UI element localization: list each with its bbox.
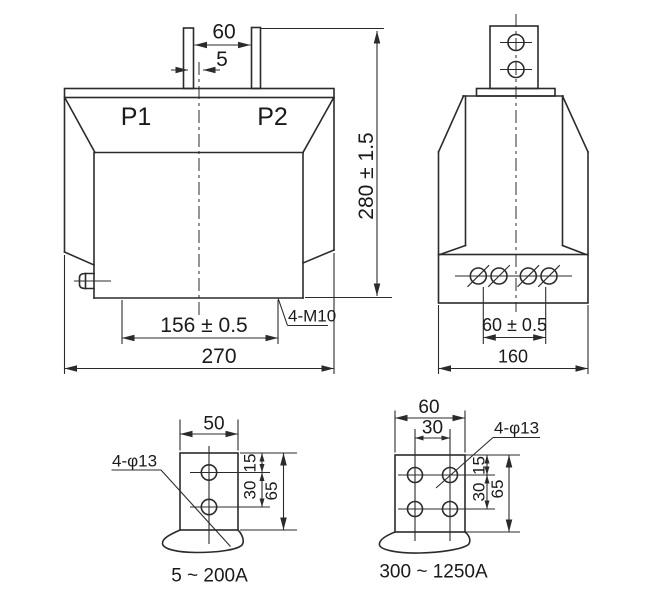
thread-label: 4-M10	[288, 307, 336, 326]
dim-overall-width-270: 270	[63, 253, 335, 374]
base-mounting-holes	[455, 264, 572, 288]
terminal-detail-large: 60 30 15 30 65 4-φ13 300 ~ 1250A	[378, 397, 540, 583]
dim-text-60: 60	[212, 21, 235, 44]
dim-text-65: 65	[262, 482, 281, 501]
pad-hole-bottom	[200, 498, 218, 516]
dim-pad-height-65-large: 65	[488, 455, 513, 532]
grounding-bolt	[74, 272, 111, 290]
dim-base-hole-span-60: 60 ± 0.5	[482, 287, 547, 344]
dim-depth-160: 160	[437, 305, 589, 374]
dim-text-160: 160	[498, 347, 528, 367]
dim-overall-height-280: 280 ± 1.5	[260, 27, 392, 299]
pad-hole-3	[406, 500, 424, 518]
dim-text-15-large: 15	[470, 456, 489, 475]
base-box	[437, 253, 589, 304]
base-hole-4	[540, 267, 558, 285]
thread-callout-4-M10: 4-M10	[277, 297, 336, 327]
hole-callout-large: 4-φ13	[435, 419, 540, 489]
dim-text-30: 30	[241, 481, 260, 500]
terminal-bar-right	[250, 26, 262, 90]
base-hole-3	[519, 267, 538, 285]
dim-text-156: 156 ± 0.5	[160, 314, 247, 337]
caption-large-range: 300 ~ 1250A	[379, 562, 488, 583]
dim-hole-offset-15: 15	[240, 452, 297, 531]
terminal-bar-left	[182, 27, 195, 90]
label-p1: P1	[121, 103, 152, 131]
dim-hole-span-156: 156 ± 0.5	[121, 300, 279, 344]
dim-text-65-large: 65	[488, 480, 507, 499]
pad-hole-1	[406, 466, 424, 484]
front-view: P1 P2 60 5 280 ± 1.5 156 ± 0.5 270	[63, 21, 392, 374]
caption-small-range: 5 ~ 200A	[171, 566, 248, 587]
dim-text-270: 270	[201, 345, 236, 368]
dim-text-60-large: 60	[418, 397, 439, 418]
break-line	[161, 528, 245, 554]
hole-label-small: 4-φ13	[112, 452, 157, 471]
terminal-pad-large	[394, 454, 466, 533]
dim-text-30-right: 30	[470, 483, 489, 502]
base-hole-2	[490, 267, 508, 285]
side-view: 60 ± 0.5 160	[437, 14, 590, 374]
hole-callout-small: 4-φ13	[111, 452, 231, 547]
dim-pad-height-65: 65	[262, 453, 287, 530]
pad-hole-2	[441, 466, 459, 484]
dim-text-5: 5	[216, 48, 228, 71]
dim-text-50: 50	[203, 414, 224, 435]
pad-hole-top	[200, 463, 218, 481]
hole-label-large: 4-φ13	[494, 419, 539, 438]
side-body-outline	[437, 25, 590, 304]
break-line-large	[378, 530, 471, 554]
dim-hole-pitch-30: 30	[241, 472, 265, 507]
dim-text-15: 15	[241, 454, 260, 473]
dim-row-pitch-30: 30	[470, 475, 490, 509]
dim-terminal-thickness-5: 5	[171, 48, 228, 74]
pad-hole-4	[441, 500, 459, 518]
dim-text-280: 280 ± 1.5	[355, 132, 378, 219]
dim-text-60-05: 60 ± 0.5	[482, 315, 547, 335]
terminal-detail-small: 50 15 30 65 4-φ13 5 ~ 200A	[111, 414, 297, 587]
dim-pad-width-50: 50	[179, 414, 239, 451]
label-p2: P2	[257, 103, 288, 131]
dim-column-pitch-30: 30	[415, 418, 450, 441]
dim-pad-width-60: 60	[394, 397, 466, 453]
base-hole-1	[469, 267, 488, 285]
dim-text-30-top: 30	[422, 418, 443, 439]
dim-terminal-spacing-60: 60	[194, 21, 251, 49]
